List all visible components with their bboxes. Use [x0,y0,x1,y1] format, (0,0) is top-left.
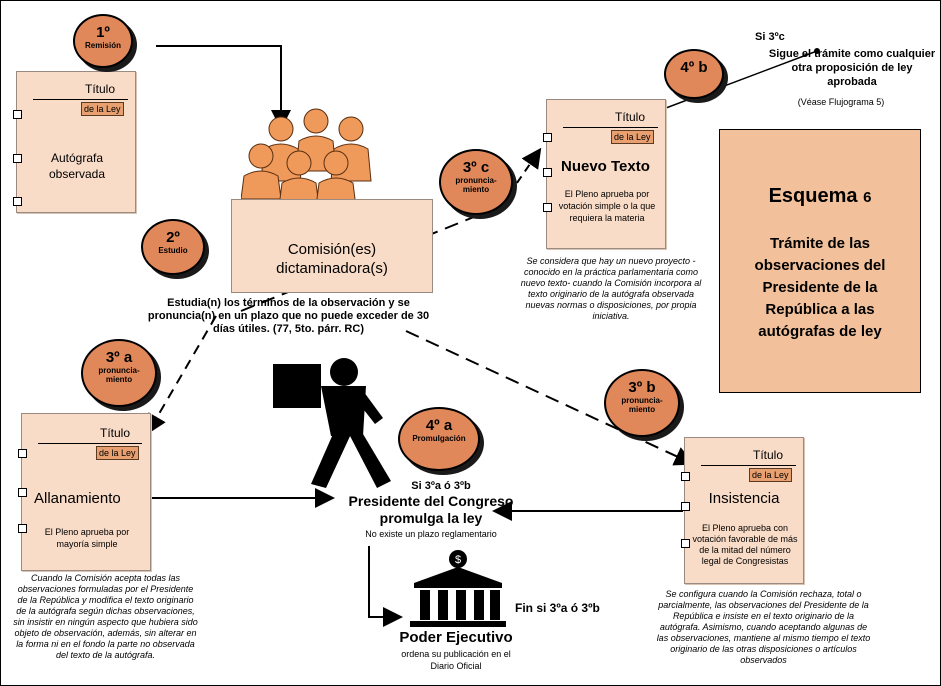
de-la-ley-label: de la Ley [611,130,654,144]
step-2-num: 2º [166,229,180,246]
step-3c-sub: pronuncia-miento [455,176,497,194]
step-3a-sub: pronuncia-miento [98,366,140,384]
insistencia-note: Se configura cuando la Comisión rechaza,… [656,589,871,665]
walking-person-icon [273,358,391,488]
esquema-number: 6 [863,189,872,206]
nuevo-texto-note: Se considera que hay un nuevo proyecto -… [520,256,702,321]
titulo-label: Título [85,82,116,96]
insistencia-document: Título de la Ley Insistencia El Pleno ap… [681,437,804,584]
comision-box: Comisión(es) dictaminadora(s) [231,199,433,293]
step-3b-num: 3º b [628,379,656,396]
step-3c-badge: 3º c pronuncia-miento [439,149,513,215]
titulo-label: Título [615,110,646,124]
allanamiento-note: Cuando la Comisión acepta todas las obse… [13,573,198,660]
presidente-sub: No existe un plazo reglamentario [365,529,497,539]
comision-label: Comisión(es) dictaminadora(s) [276,241,388,277]
step-3a-badge: 3º a pronuncia-miento [81,339,157,407]
people-icon [241,108,372,208]
step-4a-sub: Promulgación [412,434,466,443]
si3c-text: Sigue el trámite como cualquier otra pro… [768,48,936,88]
allanamiento-document: Título de la Ley Allanamiento El Pleno a… [18,413,151,571]
si3c-title: Si 3ºc [755,31,785,43]
government-building-icon: $ [410,550,506,627]
step-4b-num: 4º b [680,59,708,76]
esquema-box: Esquema 6 Trámite de las observaciones d… [719,129,921,393]
de-la-ley-label: de la Ley [96,446,139,460]
allanamiento-desc: El Pleno aprueba por mayoría simple [44,527,130,549]
nuevo-texto-desc: El Pleno aprueba por votación simple o l… [558,189,656,223]
si3c-note: (Véase Flujograma 5) [797,97,885,107]
estudio-text: Estudia(n) los términos de la observació… [147,297,430,335]
step-2-badge: 2º Estudio [141,219,205,275]
step-3b-badge: 3º b pronuncia-miento [604,369,680,437]
esquema-title-row: Esquema 6 [720,185,920,208]
presidente-cond: Si 3ºa ó 3ºb [411,480,471,492]
step-2-sub: Estudio [158,246,188,255]
step-1-num: 1º [96,24,110,41]
fin-text: Fin si 3ºa ó 3ºb [515,601,600,615]
poder-sub: ordena su publicación en el Diario Ofici… [401,649,511,671]
de-la-ley-label: de la Ley [749,468,792,482]
insistencia-label: Insistencia [708,490,780,507]
de-la-ley-label: de la Ley [81,102,124,116]
step-1-sub: Remisión [84,41,121,50]
poder-title: Poder Ejecutivo [399,629,513,646]
step-4b-badge: 4º b [664,49,724,99]
presidente-title: Presidente del Congreso promulga la ley [348,493,514,526]
autografa-document: Título de la Ley Autógrafa observada [13,71,136,213]
step-1-badge: 1º Remisión [73,14,133,68]
nuevo-texto-label: Nuevo Texto [561,158,650,175]
nuevo-texto-document: Título de la Ley Nuevo Texto El Pleno ap… [543,99,666,249]
titulo-label: Título [753,448,784,462]
step-4a-num: 4º a [425,417,453,434]
step-3b-sub: pronuncia-miento [621,396,663,414]
step-3a-num: 3º a [105,349,133,366]
allanamiento-label: Allanamiento [34,490,121,507]
insistencia-desc: El Pleno aprueba con votación favorable … [692,523,798,566]
esquema-title: Esquema [768,185,858,207]
step-3c-num: 3º c [462,159,490,176]
esquema-text: Trámite de las observaciones del Preside… [754,235,886,340]
autografa-label: Autógrafa observada [48,151,106,181]
svg-text:$: $ [455,554,461,566]
titulo-label: Título [100,426,131,440]
step-4a-badge: 4º a Promulgación [398,407,480,471]
